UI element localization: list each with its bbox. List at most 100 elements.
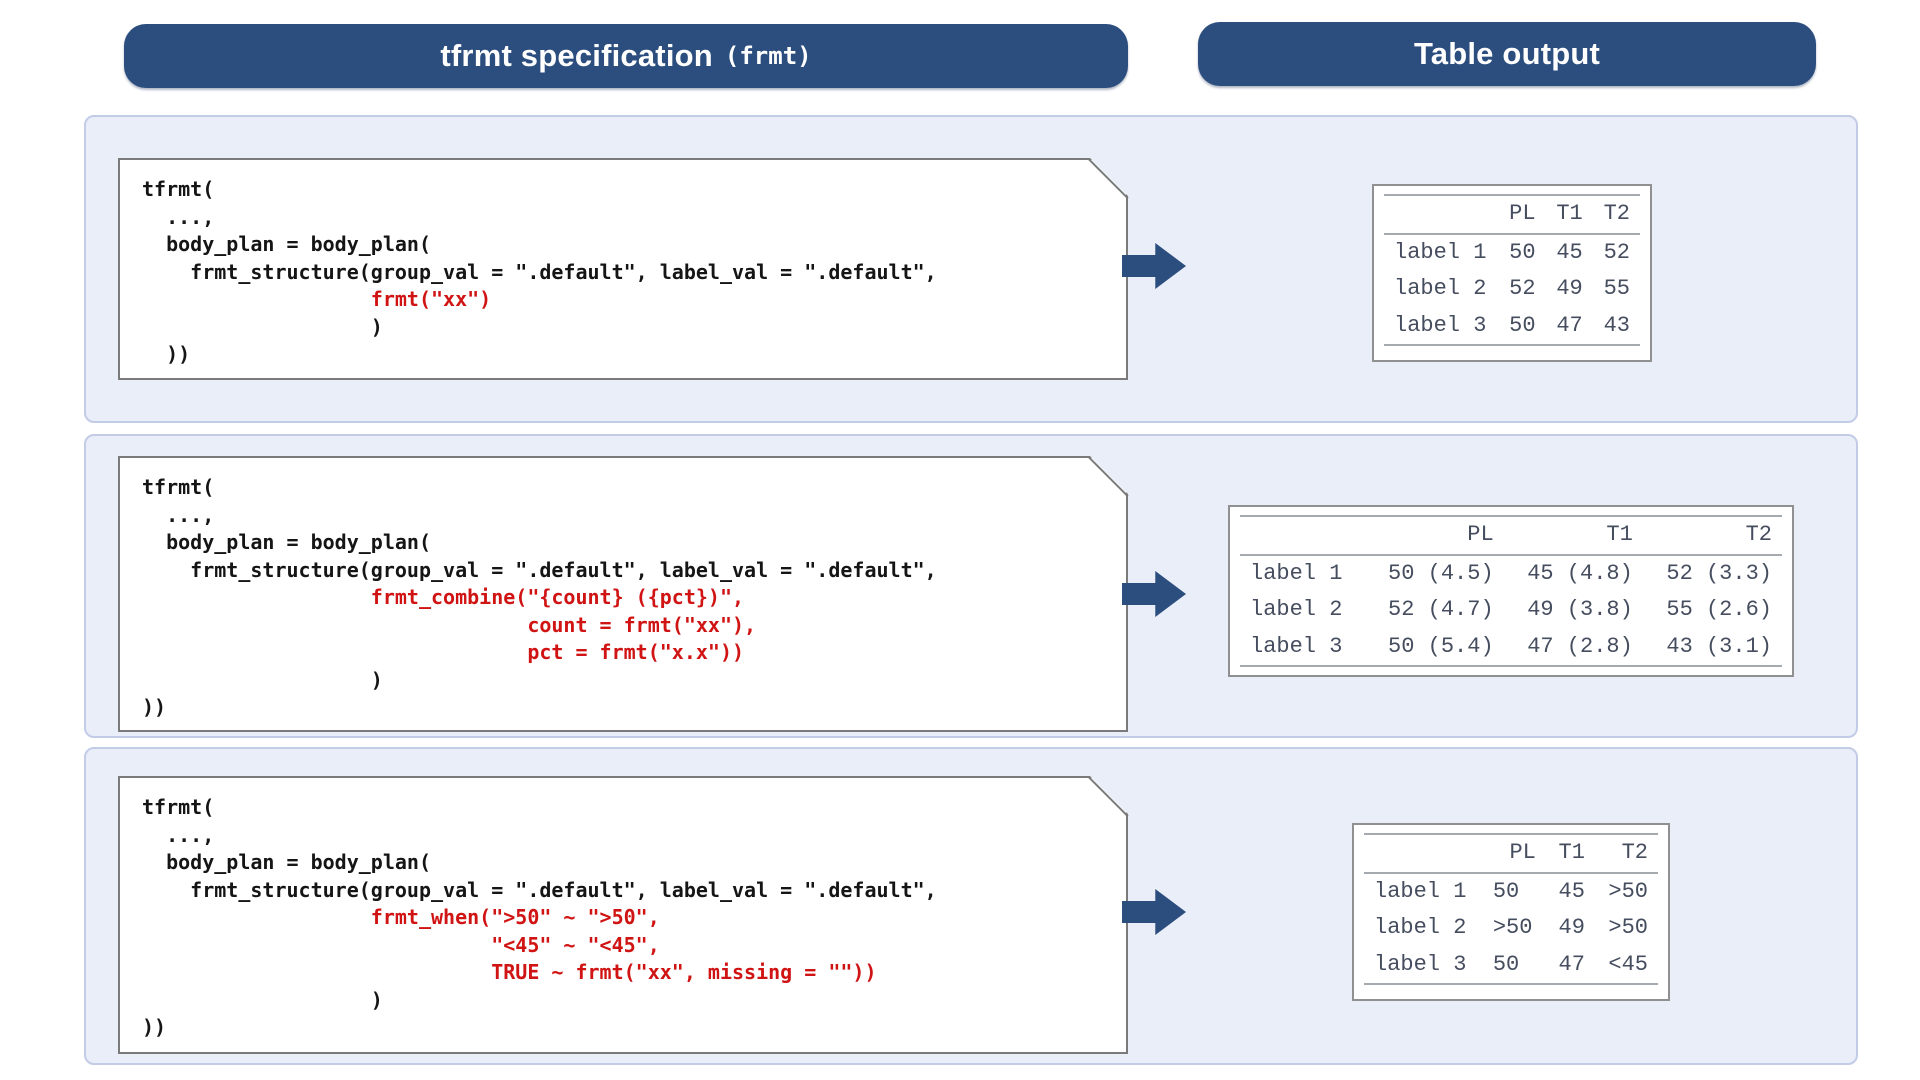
table-cell: label 2 <box>1394 276 1487 302</box>
table-cell: 50 <box>1492 878 1520 904</box>
code-paper <box>118 158 1128 380</box>
table-row: label 3 50 (5.4) 47 (2.8) 43 (3.1) <box>1240 629 1782 667</box>
table-cell: 45 (4.8) <box>1527 560 1633 586</box>
column-header: T1 <box>1558 840 1585 865</box>
table-cell: >50 <box>1492 915 1533 941</box>
table-row: label 1 50 45 >50 <box>1364 873 1658 911</box>
table-cell: 49 <box>1556 276 1583 302</box>
code-line: ..., <box>142 204 215 229</box>
table-cell: 50 (5.4) <box>1388 633 1494 659</box>
code-paper <box>118 456 1128 732</box>
code-paper <box>118 776 1128 1054</box>
column-header: T1 <box>1556 201 1583 226</box>
code-line: body_plan = body_plan( <box>142 850 431 874</box>
code-lines: tfrmt( ..., body_plan = body_plan( frmt_… <box>142 474 937 722</box>
table-cell: 47 (2.8) <box>1527 633 1633 659</box>
code-line: frmt_structure(group_val = ".default", l… <box>142 877 937 902</box>
table-cell: >50 <box>1608 915 1648 941</box>
code-line: )) <box>142 1015 167 1039</box>
column-header: PL <box>1509 840 1536 865</box>
table-row: label 2 52 49 55 <box>1384 271 1640 308</box>
table-cell: 55 (2.6) <box>1666 597 1772 623</box>
spec-header-title: tfrmt specification <box>440 38 713 73</box>
code-line: frmt("xx") <box>142 287 492 311</box>
table-cell: 49 <box>1558 915 1585 941</box>
output-header-pill: Table output <box>1198 22 1816 86</box>
column-header: T2 <box>1621 840 1648 865</box>
table-header-row: PL T1 T2 <box>1364 834 1658 873</box>
table-cell: 45 <box>1558 878 1585 904</box>
table-cell: 52 <box>1603 239 1630 265</box>
code-note-frmt: tfrmt( ..., body_plan = body_plan( frmt_… <box>118 158 1129 380</box>
column-header <box>1240 516 1365 555</box>
spec-header-code-suffix: (frmt) <box>724 42 812 70</box>
table-header-row: PL T1 T2 <box>1240 516 1782 555</box>
code-line: ) <box>142 314 383 339</box>
table-cell: 52 (3.3) <box>1666 560 1772 586</box>
column-header <box>1384 195 1498 234</box>
table-cell: label 1 <box>1374 878 1467 904</box>
table-cell: 52 <box>1509 276 1536 302</box>
table-cell: label 3 <box>1374 951 1467 977</box>
table-cell: label 2 <box>1374 915 1467 941</box>
table-cell: 43 <box>1603 312 1630 338</box>
code-line: body_plan = body_plan( <box>142 232 431 256</box>
column-header: PL <box>1509 201 1536 226</box>
column-header <box>1364 834 1483 873</box>
table-row: label 3 50 47 <45 <box>1364 947 1658 985</box>
table-cell: 55 <box>1603 276 1630 302</box>
code-line: frmt_structure(group_val = ".default", l… <box>142 259 937 284</box>
code-note-frmt-combine: tfrmt( ..., body_plan = body_plan( frmt_… <box>118 456 1129 732</box>
table-cell: 49 (3.8) <box>1527 597 1633 623</box>
code-line: frmt_structure(group_val = ".default", l… <box>142 557 937 582</box>
code-line: ..., <box>142 822 215 847</box>
code-line: ..., <box>142 502 215 527</box>
code-line: "<45" ~ "<45", <box>142 932 660 957</box>
table-row: label 1 50 45 52 <box>1384 234 1640 272</box>
code-line: count = frmt("xx"), <box>142 612 757 637</box>
table-cell: label 2 <box>1250 597 1343 623</box>
column-header: T2 <box>1745 522 1772 547</box>
table-header-row: PL T1 T2 <box>1384 195 1640 234</box>
code-lines: tfrmt( ..., body_plan = body_plan( frmt_… <box>142 176 937 369</box>
code-line: TRUE ~ frmt("xx", missing = "")) <box>142 960 877 984</box>
table-cell: label 3 <box>1394 312 1487 338</box>
column-header: T1 <box>1606 522 1633 547</box>
code-line: frmt_when(">50" ~ ">50", <box>142 905 660 929</box>
code-line: )) <box>142 342 191 366</box>
code-line: body_plan = body_plan( <box>142 530 431 554</box>
code-line: tfrmt( <box>142 177 215 201</box>
output-header-title: Table output <box>1413 36 1601 71</box>
table-cell: label 3 <box>1250 633 1343 659</box>
table-cell: 50 (4.5) <box>1388 560 1494 586</box>
table-cell: 43 (3.1) <box>1666 633 1772 659</box>
table-cell: <45 <box>1608 951 1648 977</box>
table-cell: 45 <box>1556 239 1583 265</box>
table-cell: 52 (4.7) <box>1388 597 1494 623</box>
table-row: label 2 52 (4.7) 49 (3.8) 55 (2.6) <box>1240 592 1782 629</box>
code-line: tfrmt( <box>142 475 215 499</box>
table-cell: 50 <box>1492 951 1520 977</box>
table-cell: >50 <box>1608 878 1648 904</box>
code-line: ) <box>142 987 383 1012</box>
code-lines: tfrmt( ..., body_plan = body_plan( frmt_… <box>142 794 937 1042</box>
table-cell: 47 <box>1556 312 1583 338</box>
table-cell: 50 <box>1509 239 1536 265</box>
code-line: )) <box>142 695 167 719</box>
code-note-frmt-when: tfrmt( ..., body_plan = body_plan( frmt_… <box>118 776 1129 1054</box>
spec-header-pill: tfrmt specification (frmt) <box>124 24 1128 88</box>
table-cell: 47 <box>1558 951 1585 977</box>
column-header: PL <box>1467 522 1494 547</box>
code-line: pct = frmt("x.x")) <box>142 640 745 664</box>
column-header: T2 <box>1603 201 1630 226</box>
table-cell: label 1 <box>1394 239 1487 265</box>
table-row: label 2 >50 49 >50 <box>1364 910 1658 947</box>
